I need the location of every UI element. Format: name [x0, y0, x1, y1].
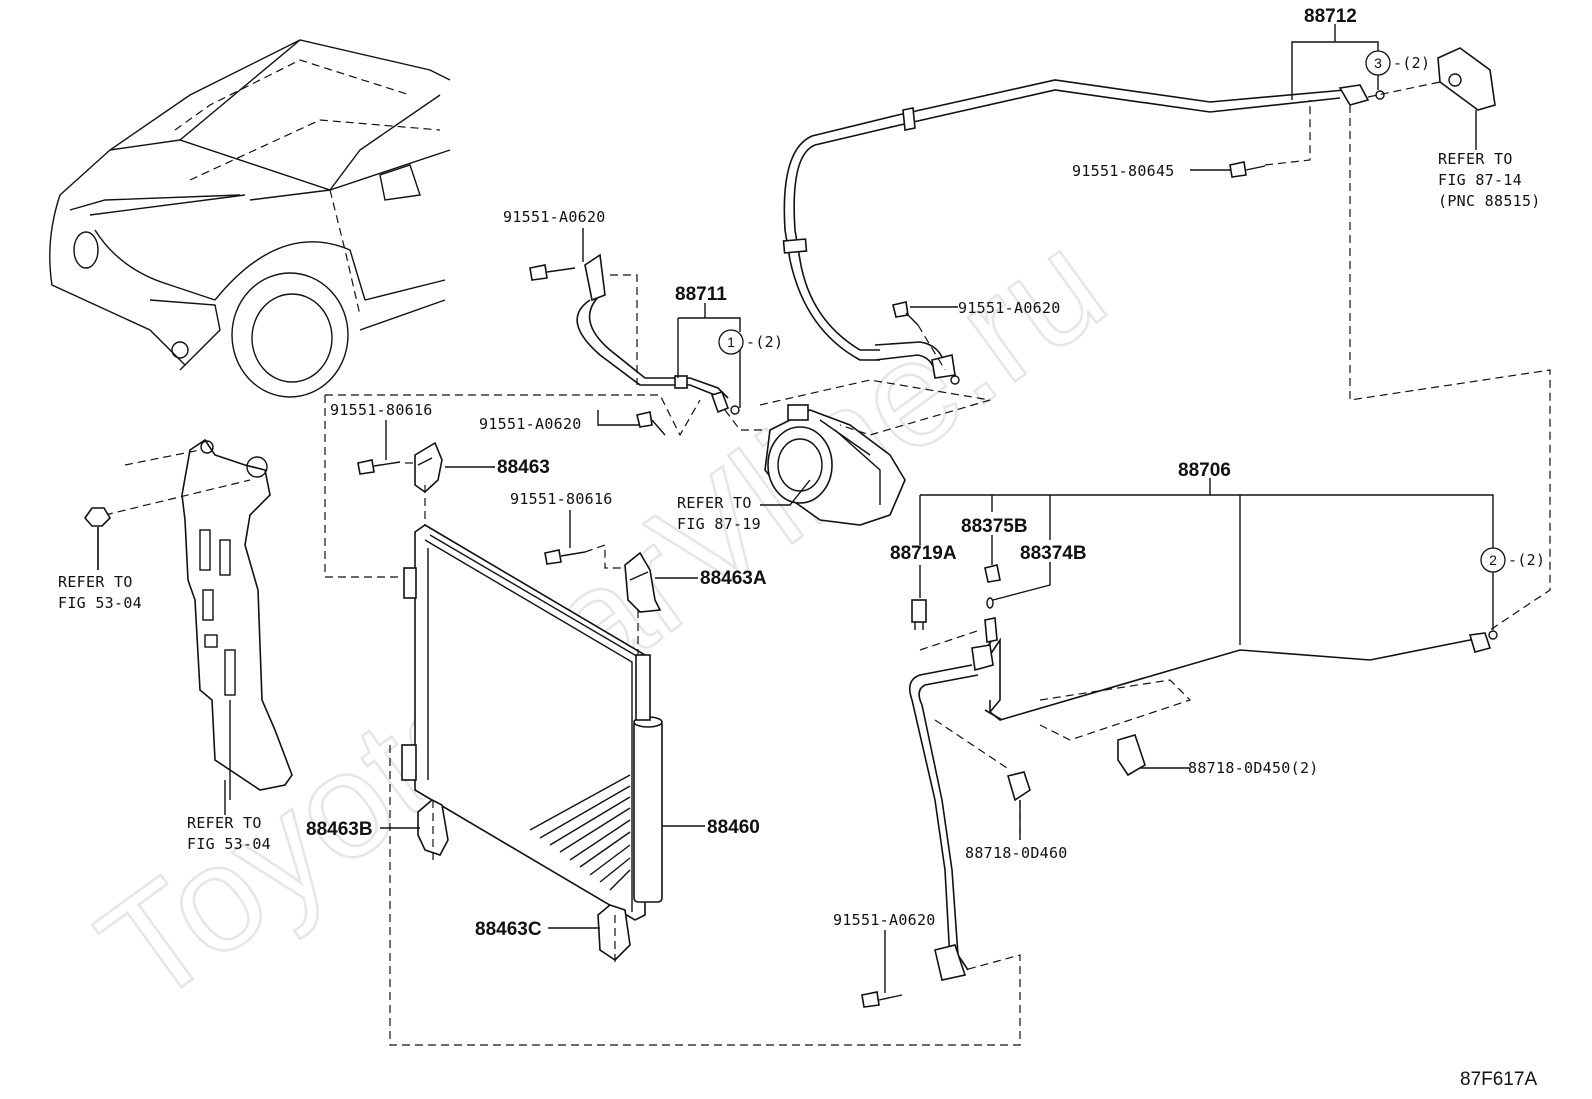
- ref-fig-87-19: REFER TO FIG 87-19: [677, 494, 761, 533]
- ref-fig-87-19-line1: REFER TO: [677, 494, 752, 512]
- pressure-switch-88719a-icon: [911, 599, 927, 630]
- label-leader-lines: [97, 24, 1494, 993]
- clamp-88718-0d460-icon: [1006, 771, 1031, 802]
- ref-fig-53-04-bottom: REFER TO FIG 53-04: [187, 814, 271, 853]
- clip-icon: [83, 507, 112, 527]
- bracket-88463a: [624, 551, 662, 613]
- ref-fig-87-14: REFER TO FIG 87-14 (PNC 88515): [1438, 150, 1541, 210]
- ref-fig-53-04-top: REFER TO FIG 53-04: [58, 573, 142, 612]
- dashed-leader-lines: [324, 81, 1551, 1046]
- ref-fig-53-04-bottom-line2: FIG 53-04: [187, 835, 271, 853]
- bolt-91551-a0620-hose-icon: [892, 301, 919, 326]
- label-91551-80645: 91551-80645: [1072, 162, 1175, 180]
- callout-1-qty: -(2): [746, 333, 783, 351]
- label-88712: 88712: [1304, 6, 1357, 27]
- label-91551-a0620-top: 91551-A0620: [503, 208, 606, 226]
- clamp-88718-0d450-icon: [1117, 734, 1146, 777]
- callout-3-qty: -(2): [1393, 54, 1430, 72]
- label-91551-80616-left: 91551-80616: [330, 401, 433, 419]
- ref-fig-53-04-top-line1: REFER TO: [58, 573, 133, 591]
- label-88460: 88460: [707, 817, 760, 838]
- liquid-tube-88706: [909, 617, 1492, 981]
- callout-2-number: 2: [1489, 552, 1497, 568]
- label-88374b: 88374B: [1020, 543, 1087, 564]
- bracket-88463: [414, 441, 443, 494]
- bolt-91551-80645-icon: [1229, 161, 1266, 178]
- vehicle-outline-illustration: [49, 39, 451, 398]
- label-88719a: 88719A: [890, 543, 957, 564]
- label-88463c: 88463C: [475, 919, 542, 940]
- callout-2: 2 -(2): [1480, 547, 1545, 640]
- label-88711: 88711: [675, 284, 727, 305]
- callout-1: 1 -(2): [718, 329, 783, 415]
- bolt-91551-a0620-bottom-icon: [861, 991, 903, 1008]
- label-88718-0d460: 88718-0D460: [965, 844, 1068, 862]
- bolt-91551-a0620-mid-icon: [636, 411, 666, 436]
- radiator-air-guide-part: [181, 438, 293, 800]
- ref-fig-87-19-line2: FIG 87-19: [677, 515, 761, 533]
- evaporator-connector-icon: [1437, 47, 1496, 111]
- label-91551-a0620-bottom: 91551-A0620: [833, 911, 936, 929]
- label-88463a: 88463A: [700, 568, 767, 589]
- bolt-91551-80616-left-icon: [357, 459, 401, 475]
- label-88463b: 88463B: [306, 819, 373, 840]
- figure-code: 87F617A: [1460, 1069, 1537, 1090]
- suction-hose-88712: [782, 79, 1370, 379]
- label-88375b: 88375B: [961, 516, 1028, 537]
- receiver-dryer-tank: [633, 654, 663, 903]
- ref-fig-87-14-line2: FIG 87-14: [1438, 171, 1522, 189]
- ref-fig-87-14-line3: (PNC 88515): [1438, 192, 1541, 210]
- bracket-88463c: [597, 904, 631, 962]
- label-91551-80616-mid: 91551-80616: [510, 490, 613, 508]
- label-88706: 88706: [1178, 460, 1231, 481]
- bolt-91551-a0620-top-icon: [529, 264, 576, 281]
- callout-3: 3 -(2): [950, 50, 1430, 385]
- label-91551-a0620-mid: 91551-A0620: [479, 415, 582, 433]
- label-88463: 88463: [497, 457, 550, 478]
- condenser-assembly: [401, 524, 646, 921]
- bolt-91551-80616-mid-icon: [544, 549, 586, 565]
- label-91551-a0620-hose: 91551-A0620: [958, 299, 1061, 317]
- cap-88375b-icon: [984, 564, 1001, 583]
- o-ring-88374b-icon: [986, 597, 994, 609]
- callout-2-qty: -(2): [1508, 551, 1545, 569]
- ref-fig-53-04-top-line2: FIG 53-04: [58, 594, 142, 612]
- callout-1-number: 1: [727, 334, 735, 350]
- callout-3-number: 3: [1374, 55, 1382, 71]
- label-88718-0d450: 88718-0D450(2): [1188, 759, 1319, 777]
- discharge-hose-88711: [576, 253, 730, 414]
- ref-fig-53-04-bottom-line1: REFER TO: [187, 814, 262, 832]
- ref-fig-87-14-line1: REFER TO: [1438, 150, 1513, 168]
- condenser-fins: [529, 774, 631, 891]
- compressor-illustration: [764, 404, 906, 526]
